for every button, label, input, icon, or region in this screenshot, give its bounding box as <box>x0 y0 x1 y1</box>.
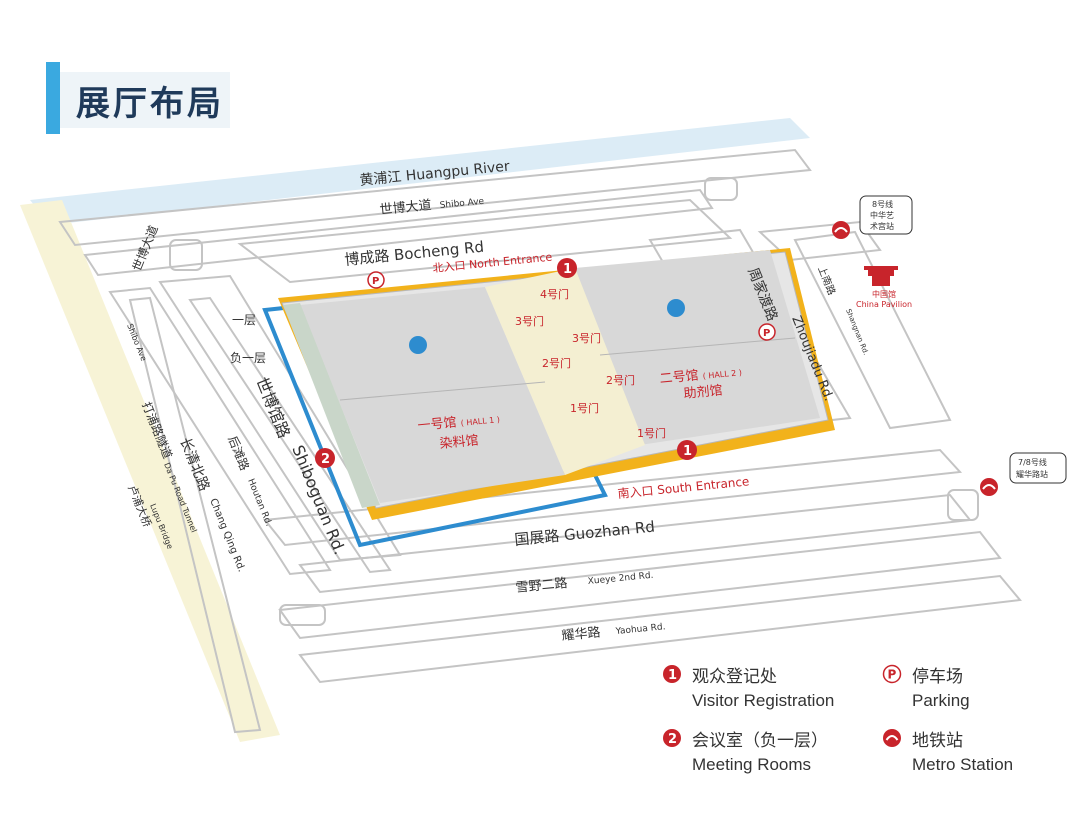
legend-visitor-registration: 1 观众登记处 Visitor Registration <box>663 662 835 711</box>
label-floor-b1: 负一层 <box>230 351 266 365</box>
label-floor-1: 一层 <box>232 313 256 327</box>
hall-2-area <box>575 250 820 445</box>
label-hall-1-name: 染料馆 <box>439 433 479 452</box>
svg-text:1: 1 <box>683 444 692 459</box>
label-china-pavilion-zh: 中国馆 <box>872 289 896 299</box>
title-accent-bar <box>46 62 60 134</box>
label-shangnan-zh: 上南路 <box>815 264 838 297</box>
hall-1-area <box>300 287 565 503</box>
svg-text:2: 2 <box>321 452 330 467</box>
legend-visitor-registration-icon: 1 <box>663 665 681 683</box>
title-frame <box>46 62 236 134</box>
road-outlines <box>58 148 1022 734</box>
legend-parking-en: Parking <box>912 691 970 710</box>
metro8-line1: 8号线 <box>872 199 893 209</box>
label-shiboguan-zh: 世博馆路 <box>252 374 294 440</box>
label-gate-3-west: 3号门 <box>515 314 544 328</box>
label-guozhan-rd: 国展路 Guozhan Rd <box>514 518 656 549</box>
hall-1-tag: ( HALL 1 ) <box>460 415 500 428</box>
hall-2-tag: ( HALL 2 ) <box>702 368 742 381</box>
label-yaohua-en: Yaohua Rd. <box>614 622 666 637</box>
label-xueye-en: Xueye 2nd Rd. <box>587 571 654 587</box>
metro78-line2: 耀华路站 <box>1016 469 1048 479</box>
hall-2-divider <box>599 337 796 356</box>
svg-text:1: 1 <box>563 262 572 277</box>
label-gate-4: 4号门 <box>540 287 569 301</box>
label-hall-2: 二号馆 ( HALL 2 ) <box>659 364 743 387</box>
hall-1-west-detail <box>283 303 380 508</box>
parking-north[interactable]: P <box>367 271 385 289</box>
legend-metro-en: Metro Station <box>912 755 1014 774</box>
hall-2-zh: 二号馆 <box>659 368 699 387</box>
label-shibo-ave: 世博大道 <box>379 198 432 218</box>
label-gate-1-west: 1号门 <box>570 401 599 415</box>
legend-metro-icon <box>883 729 901 747</box>
legend-parking-icon: P <box>882 664 902 684</box>
china-pavilion-icon <box>864 266 898 286</box>
label-houtan-zh: 后滩路 <box>225 434 252 473</box>
label-shibo-ave-left-en: Shibo Ave <box>125 322 148 362</box>
metro-line78-callout <box>1009 452 1067 484</box>
svg-text:P: P <box>372 276 379 287</box>
central-corridor <box>485 268 645 475</box>
hall-1-divider <box>339 381 546 401</box>
svg-text:P: P <box>888 668 897 682</box>
title-background <box>60 72 230 128</box>
huangpu-river <box>30 118 810 225</box>
legend-metro-station: 地铁站 Metro Station <box>883 726 1014 775</box>
map-legend: 1 观众登记处 Visitor Registration P 停车场 Parki… <box>660 662 1060 792</box>
label-gate-2-east: 2号门 <box>606 373 635 387</box>
parking-east[interactable]: P <box>758 323 776 341</box>
metro-station-line8-icon[interactable] <box>832 221 850 239</box>
hall-1-zh: 一号馆 <box>417 415 457 434</box>
legend-meeting-en: Meeting Rooms <box>692 755 812 774</box>
legend-metro-zh: 地铁站 <box>912 731 963 751</box>
label-yaohua-zh: 耀华路 <box>561 624 601 644</box>
label-china-pavilion-en: China Pavilion <box>856 300 912 309</box>
label-xueye-zh: 雪野二路 <box>515 575 568 596</box>
label-shibo-ave-en: Shibo Ave <box>439 197 485 211</box>
metro8-line2: 中华艺 <box>870 210 894 220</box>
marker-visitor-registration-south[interactable]: 1 <box>677 440 697 460</box>
left-road-strip <box>20 200 280 742</box>
legend-parking: P 停车场 Parking <box>882 662 970 711</box>
metro8-line3: 术宫站 <box>870 221 894 231</box>
svg-text:2: 2 <box>668 732 677 747</box>
label-gate-3-east: 3号门 <box>572 331 601 345</box>
metro-station-line78-icon[interactable] <box>980 478 998 496</box>
label-houtan-en: Houtan Rd. <box>245 477 273 527</box>
label-changqing-en: Chang Qing Rd. <box>207 497 247 574</box>
svg-text:P: P <box>763 328 770 339</box>
legend-parking-zh: 停车场 <box>912 667 963 687</box>
label-gate-2-west: 2号门 <box>542 356 571 370</box>
legend-meeting-rooms: 2 会议室（负一层） Meeting Rooms <box>663 726 828 775</box>
label-shangnan-en: Shangnan Rd. <box>844 308 870 356</box>
metro78-line1: 7/8号线 <box>1018 457 1047 467</box>
hall-1-logo-icon <box>409 336 427 354</box>
metro-line8-callout <box>859 195 913 235</box>
legend-meeting-zh: 会议室（负一层） <box>692 731 828 751</box>
hall-2-logo-icon <box>667 299 685 317</box>
label-gate-1-east: 1号门 <box>637 426 666 440</box>
legend-visitor-en: Visitor Registration <box>692 691 835 710</box>
page-title: 展厅布局 <box>76 84 224 124</box>
marker-meeting-rooms[interactable]: 2 <box>315 448 335 468</box>
marker-visitor-registration-north[interactable]: 1 <box>557 258 577 278</box>
legend-visitor-zh: 观众登记处 <box>692 667 777 687</box>
label-hall-2-name: 助剂馆 <box>683 383 723 402</box>
svg-text:1: 1 <box>668 668 677 683</box>
legend-meeting-rooms-icon: 2 <box>663 729 681 747</box>
label-hall-1: 一号馆 ( HALL 1 ) <box>417 411 501 434</box>
